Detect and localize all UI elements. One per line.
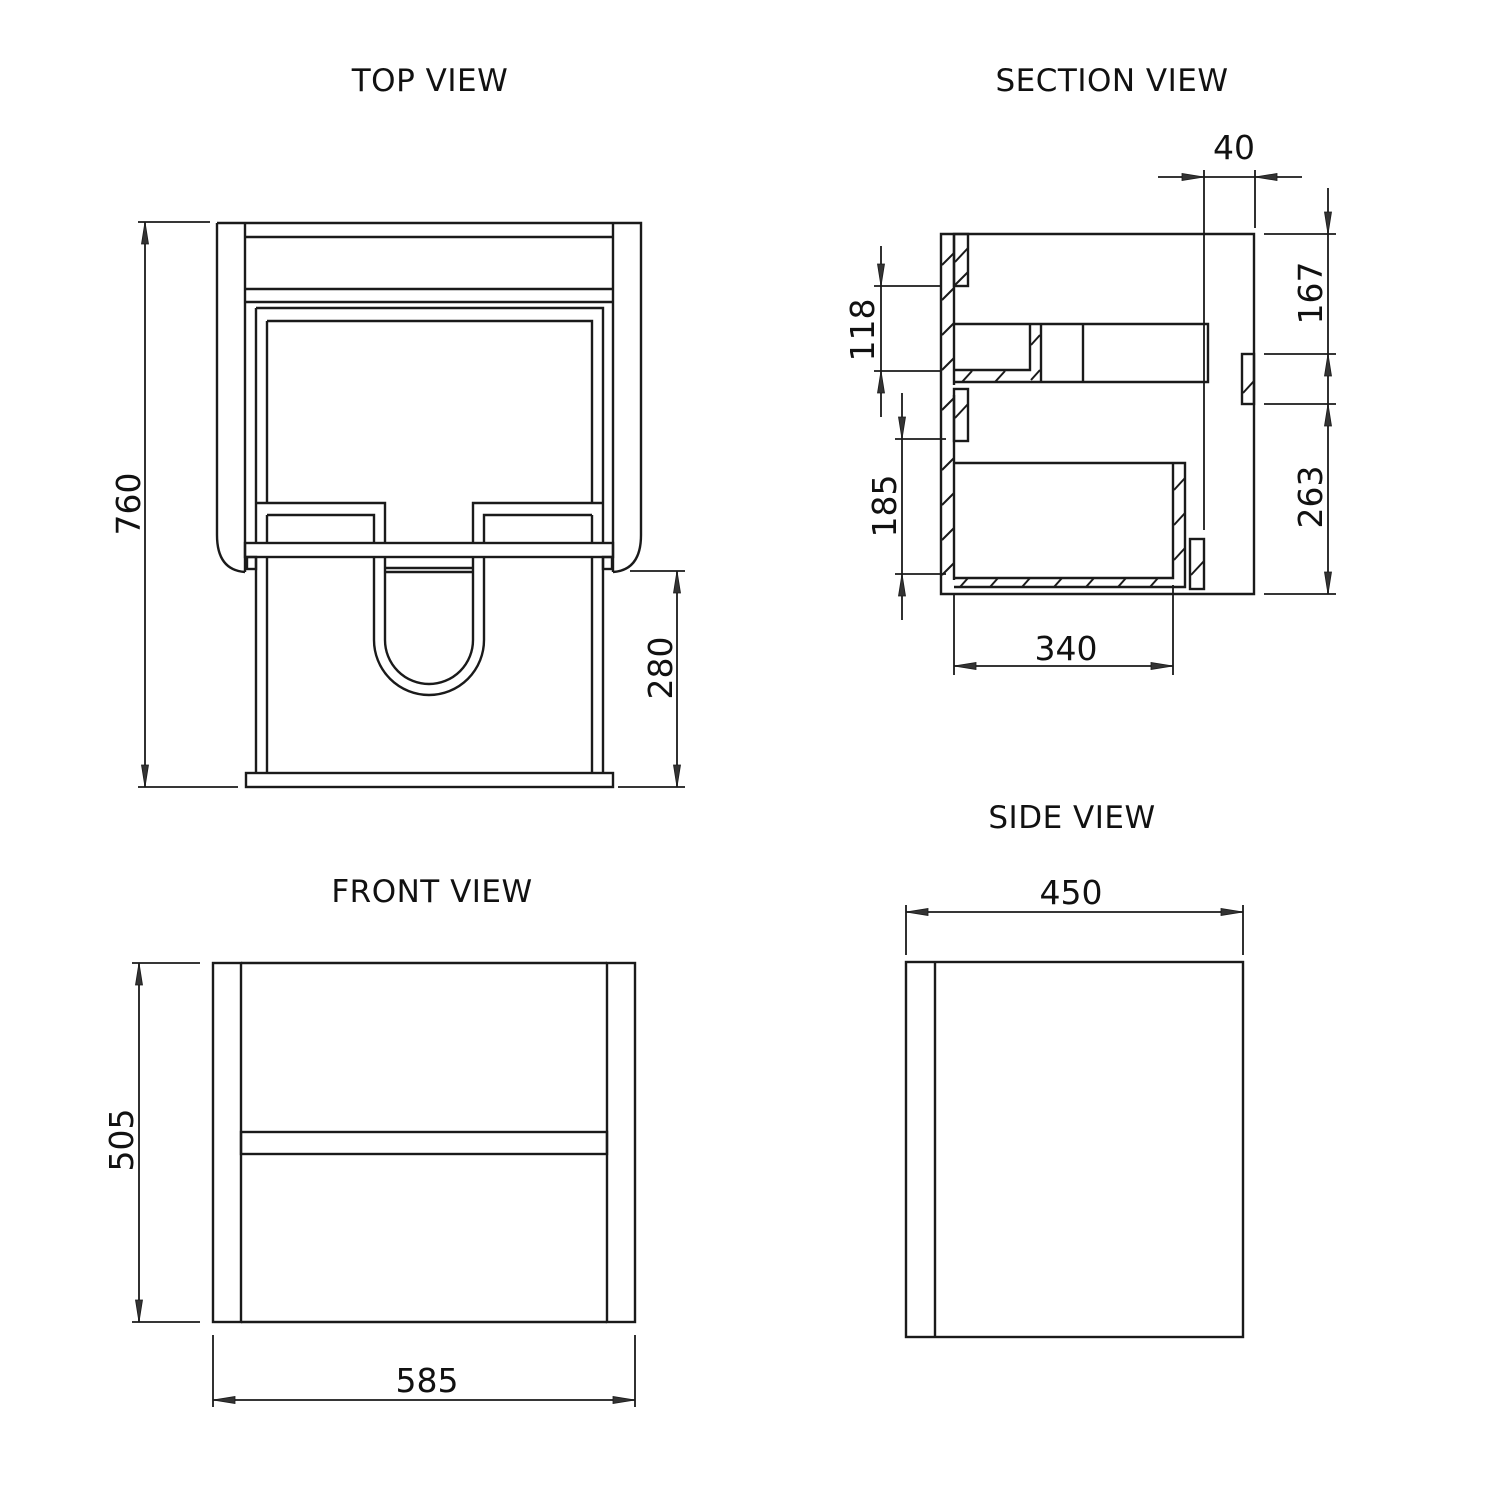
svg-text:505: 505 [102, 1109, 141, 1172]
dim-185: 185 [865, 393, 946, 620]
front-view: FRONT VIEW 505 585 [102, 874, 637, 1407]
section-view: SECTION VIEW [843, 63, 1336, 675]
top-view-title: TOP VIEW [351, 63, 508, 99]
dim-280: 280 [618, 570, 685, 788]
section-view-title: SECTION VIEW [995, 63, 1228, 99]
svg-text:760: 760 [109, 473, 148, 536]
svg-text:167: 167 [1291, 262, 1330, 325]
dim-450: 450 [905, 873, 1244, 955]
dim-40: 40 [1158, 128, 1302, 228]
section-hatching [941, 247, 1255, 588]
svg-text:585: 585 [396, 1361, 459, 1400]
svg-text:263: 263 [1291, 466, 1330, 529]
drawer-divider [239, 1130, 609, 1156]
side-view: SIDE VIEW 450 [904, 800, 1245, 1339]
side-view-title: SIDE VIEW [988, 800, 1155, 836]
svg-text:40: 40 [1213, 128, 1255, 167]
dim-585: 585 [212, 1335, 636, 1407]
basin-outline [215, 221, 643, 574]
siphon-cutout [372, 557, 486, 697]
svg-text:118: 118 [843, 299, 882, 362]
top-view: TOP VIEW [109, 63, 685, 789]
svg-text:185: 185 [865, 475, 904, 538]
svg-text:340: 340 [1035, 629, 1098, 668]
dim-340: 340 [953, 585, 1174, 675]
dim-167-263: 167 263 [1264, 188, 1336, 595]
svg-text:280: 280 [641, 637, 680, 700]
dim-760: 760 [109, 221, 238, 788]
front-view-title: FRONT VIEW [331, 874, 532, 910]
svg-text:450: 450 [1040, 873, 1103, 912]
dim-118: 118 [843, 246, 941, 417]
dim-505: 505 [102, 962, 200, 1323]
